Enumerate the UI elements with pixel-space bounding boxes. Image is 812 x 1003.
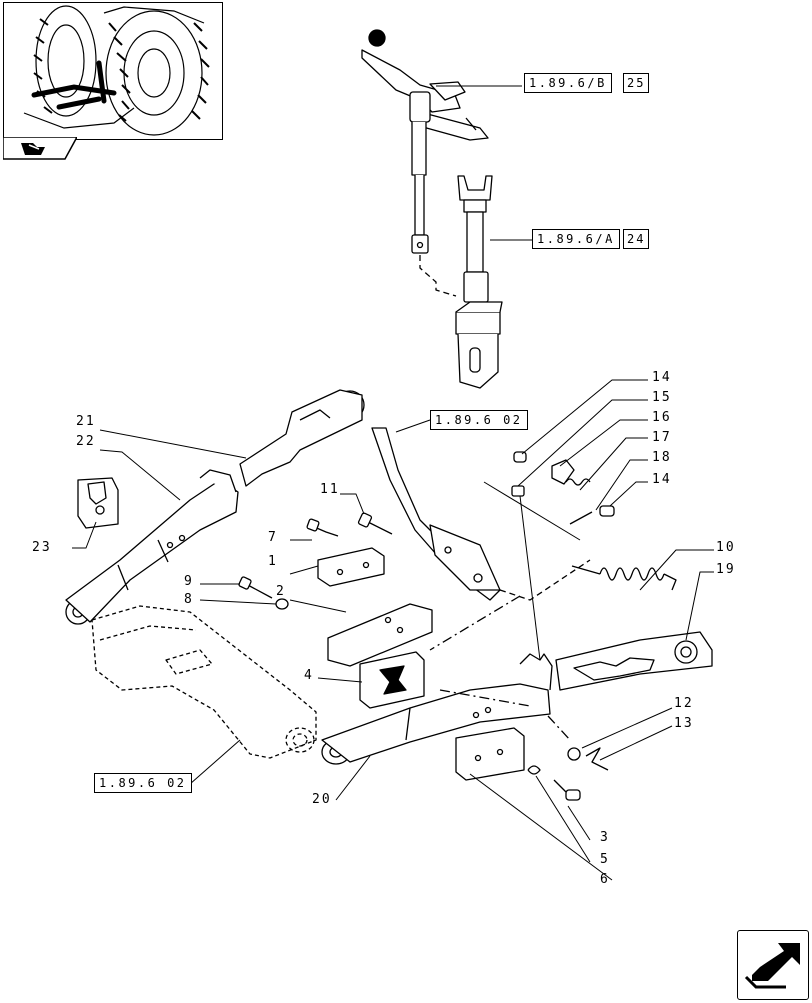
tractor-thumbnail[interactable] xyxy=(3,2,223,140)
callout-19: 19 xyxy=(716,562,736,577)
callout-3: 3 xyxy=(600,830,610,845)
pad-4 xyxy=(359,651,425,709)
callout-8: 8 xyxy=(184,592,194,607)
bolt-11 xyxy=(357,512,393,535)
nut-15 xyxy=(511,485,525,497)
bolt-9 xyxy=(238,576,273,599)
lower-link-right xyxy=(321,653,553,765)
callout-23: 23 xyxy=(32,540,52,555)
lift-rod-upper xyxy=(361,29,489,254)
callout-13: 13 xyxy=(674,716,694,731)
callout-18: 18 xyxy=(652,450,672,465)
callout-14-b: 14 xyxy=(652,472,672,487)
bolt-7 xyxy=(306,518,339,537)
callout-10: 10 xyxy=(716,540,736,555)
callout-4: 4 xyxy=(304,668,314,683)
clip-13 xyxy=(585,747,609,771)
next-page-button[interactable] xyxy=(737,930,809,1000)
callout-16: 16 xyxy=(652,410,672,425)
next-page-arrow-icon xyxy=(744,943,800,989)
reference-box-center[interactable]: 1.89.6 02 xyxy=(430,410,528,430)
lower-link-left xyxy=(65,469,239,625)
callout-14: 14 xyxy=(652,370,672,385)
spring-10 xyxy=(571,565,677,591)
bolt-3 xyxy=(553,779,581,801)
pad-2 xyxy=(327,603,433,667)
drawbar-frame xyxy=(91,605,317,759)
latch-16 xyxy=(551,459,575,485)
pin-18 xyxy=(569,511,593,525)
reference-number-upper[interactable]: 25 xyxy=(623,73,650,93)
callout-1: 1 xyxy=(268,554,278,569)
top-link-rod xyxy=(371,427,501,601)
callout-22: 22 xyxy=(76,434,96,449)
callout-5: 5 xyxy=(600,852,610,867)
pin-14 xyxy=(513,451,527,463)
callout-21: 21 xyxy=(76,414,96,429)
stabilizer-bar xyxy=(239,389,365,487)
callout-7: 7 xyxy=(268,530,278,545)
lift-rod-lower xyxy=(455,175,503,389)
callout-15: 15 xyxy=(652,390,672,405)
washer-8 xyxy=(275,598,289,610)
reference-box-lower-left[interactable]: 1.89.6 02 xyxy=(94,773,192,793)
callout-2: 2 xyxy=(276,584,286,599)
callout-9: 9 xyxy=(184,574,194,589)
reference-number-lower[interactable]: 24 xyxy=(623,229,650,249)
block-23 xyxy=(77,477,119,529)
pad-1 xyxy=(317,547,385,587)
pad-6 xyxy=(455,727,525,781)
reference-box-upper[interactable]: 1.89.6/B xyxy=(524,73,612,93)
spring-17 xyxy=(565,478,591,486)
tractor-wheel-icon xyxy=(23,5,210,136)
callout-20: 20 xyxy=(312,792,332,807)
washer-5 xyxy=(527,765,541,775)
reference-box-lower[interactable]: 1.89.6/A xyxy=(532,229,620,249)
section-tab-icon[interactable] xyxy=(2,136,79,161)
pin-14b xyxy=(599,505,615,517)
callout-12: 12 xyxy=(674,696,694,711)
stabilizer-right xyxy=(555,631,713,691)
callout-17: 17 xyxy=(652,430,672,445)
callout-6: 6 xyxy=(600,872,610,887)
washer-12 xyxy=(567,747,581,761)
callout-11: 11 xyxy=(320,482,340,497)
